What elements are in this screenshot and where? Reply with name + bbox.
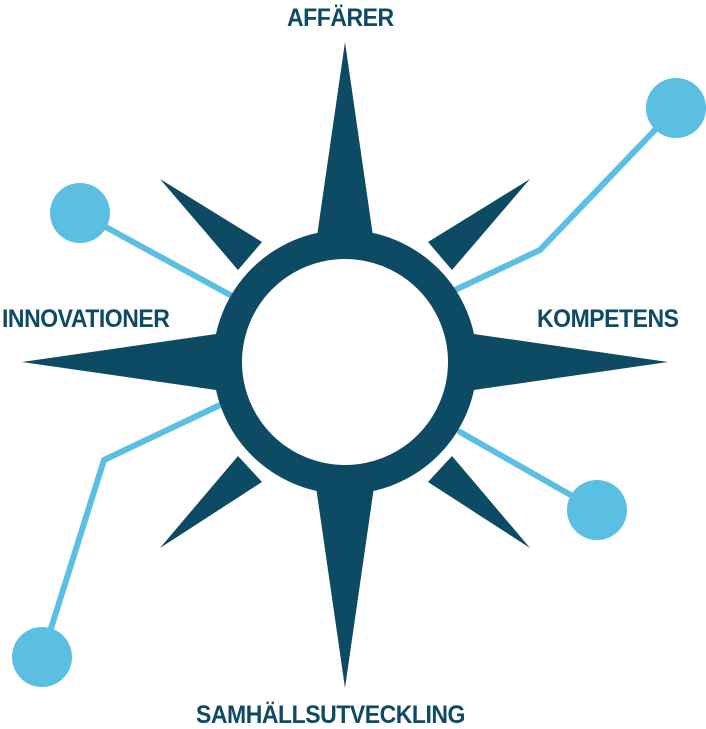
label-innovationer: INNOVATIONER <box>2 305 170 333</box>
dot-lower-right <box>567 480 627 540</box>
label-kompetens: KOMPETENS <box>537 305 679 333</box>
label-affarer: AFFÄRER <box>287 4 394 32</box>
compass-point-southeast <box>428 456 530 548</box>
compass-center <box>242 259 448 465</box>
compass-point-north <box>315 42 375 250</box>
compass-point-northwest <box>160 179 262 270</box>
connector-line-upper-right <box>452 105 679 293</box>
compass-point-northeast <box>428 179 530 270</box>
compass-point-south <box>315 480 375 688</box>
compass-point-southwest <box>160 456 262 548</box>
dot-upper-left <box>50 183 110 243</box>
compass-point-east <box>460 332 668 392</box>
dot-upper-right <box>646 78 706 138</box>
dot-lower-left <box>12 627 72 687</box>
connector-line-lower-left <box>39 402 223 660</box>
compass-point-west <box>22 332 230 392</box>
label-samhallsutveckling: SAMHÄLLSUTVECKLING <box>196 701 465 729</box>
connector-dots <box>12 78 706 687</box>
